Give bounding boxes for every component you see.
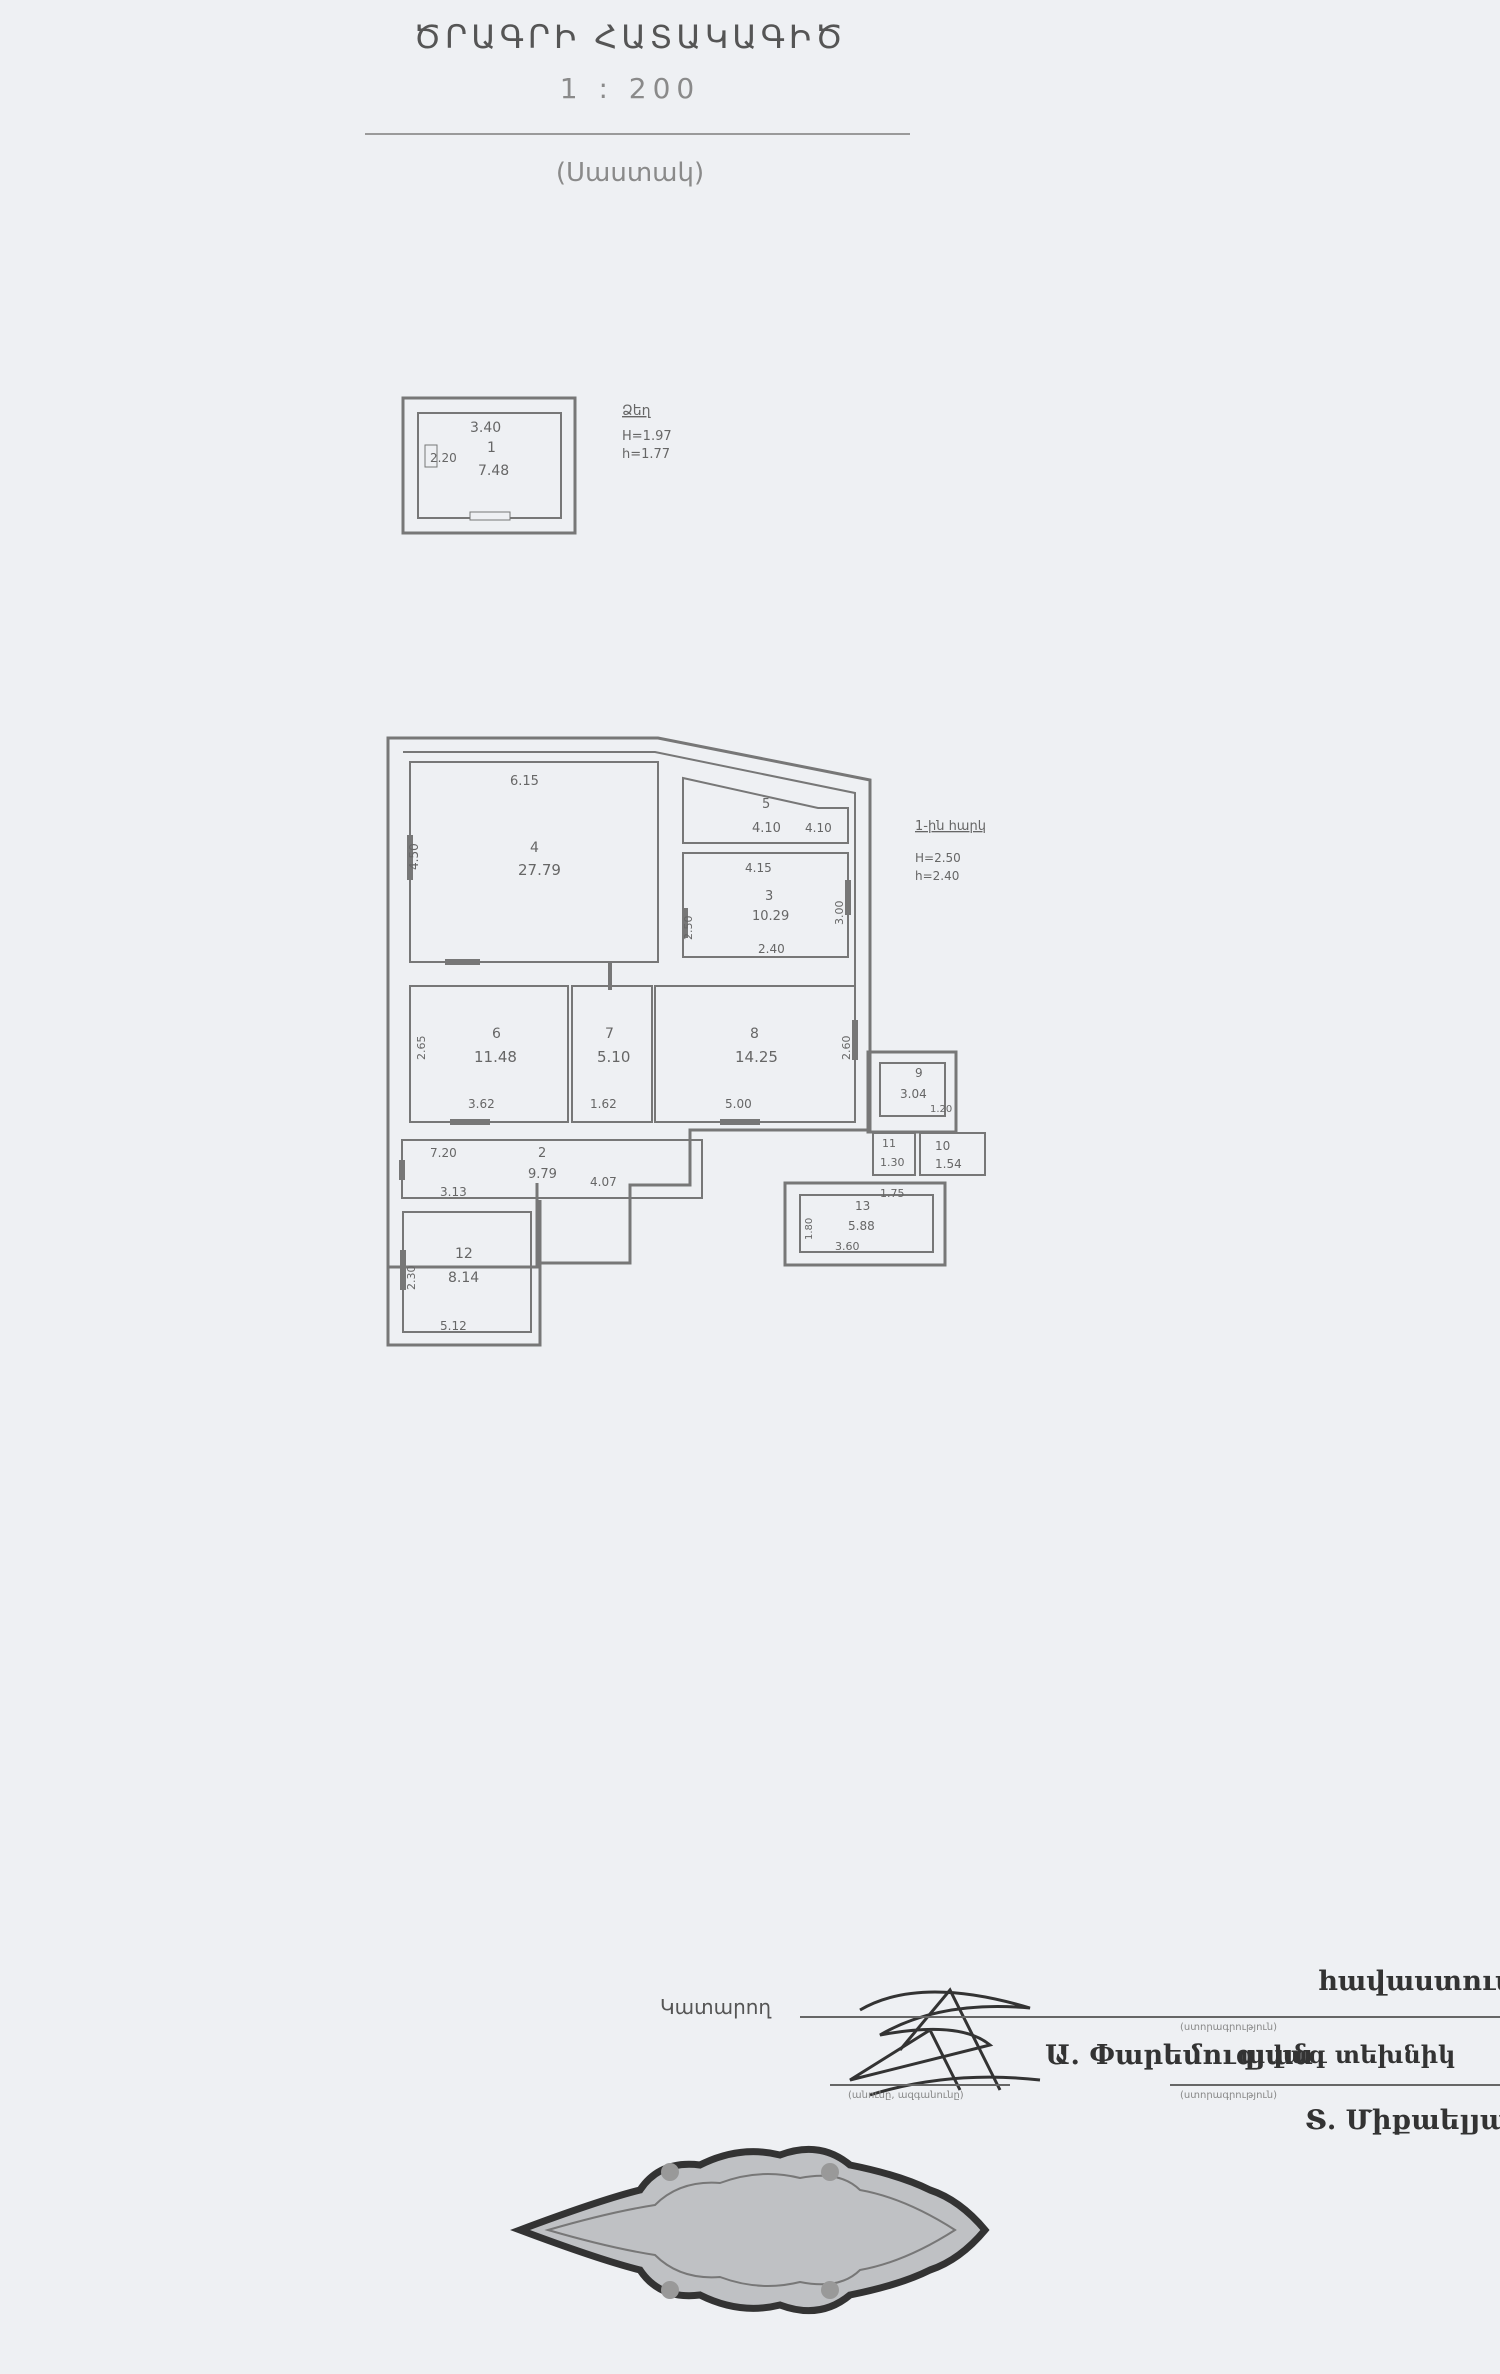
dim-label: 3.13	[440, 1185, 467, 1199]
room-10-area: 1.54	[935, 1157, 962, 1171]
attic-dim-side: 2.20	[430, 451, 457, 465]
dim-label: 1.20	[930, 1104, 952, 1115]
room-7-number: 7	[605, 1026, 614, 1042]
performer-role: ավագ տեխնիկ	[1240, 2040, 1456, 2069]
room-8-area: 14.25	[735, 1048, 778, 1066]
floor-plan-walls	[386, 736, 986, 1347]
floor-height-h: H=2.50	[915, 851, 961, 865]
room-6-number: 6	[492, 1026, 501, 1042]
attic-height-h: H=1.97	[622, 429, 672, 444]
room-5-number: 5	[762, 797, 770, 812]
dim-label: 2.30	[405, 1266, 418, 1291]
dim-label: 3.62	[468, 1097, 495, 1111]
dim-label: 2.40	[758, 942, 785, 956]
dim-label: 7.20	[430, 1146, 457, 1160]
room-13-number: 13	[855, 1199, 870, 1213]
attic-room-number: 1	[487, 440, 496, 456]
room-9-area: 3.04	[900, 1087, 927, 1101]
scale-label: 1 : 200	[559, 72, 701, 105]
subtitle: (Սաստակ)	[555, 158, 705, 188]
signature-caption: (անունը, ազգանունը)	[848, 2090, 964, 2101]
dim-label: 2.60	[840, 1036, 853, 1061]
room-2-number: 2	[538, 1146, 546, 1161]
page-title: ԾՐԱԳՐԻ ՀԱՏԱԿԱԳԻԾ	[413, 18, 847, 56]
attic-height-lh: h=1.77	[622, 447, 670, 462]
checker-name: Տ. Միքաելյան	[1305, 2105, 1500, 2136]
performer-name: Ա. Փարեմուզյան	[1045, 2040, 1314, 2071]
dim-label: 5.12	[440, 1319, 467, 1333]
decorative-seal	[510, 2145, 990, 2315]
room-4-number: 4	[530, 840, 539, 856]
room-4-area: 27.79	[518, 861, 561, 879]
attic-plan	[401, 396, 577, 535]
dim-label: 4.10	[805, 821, 832, 835]
attic-dim-top: 3.40	[470, 420, 501, 436]
room-7-area: 5.10	[597, 1048, 630, 1066]
dim-label: 1.62	[590, 1097, 617, 1111]
performer-label: Կատարող	[660, 1995, 772, 2019]
dim-label: 4.50	[407, 843, 421, 870]
dim-label: 4.07	[590, 1175, 617, 1189]
role-caption: (ստորագրություն)	[1180, 2090, 1278, 2101]
room-10-number: 10	[935, 1139, 950, 1153]
room-8-number: 8	[750, 1026, 759, 1042]
dim-label: 3.00	[833, 901, 846, 926]
room-6-area: 11.48	[474, 1048, 517, 1066]
floor-title: 1-ին հարկ	[915, 819, 986, 834]
room-2-area: 9.79	[528, 1167, 557, 1182]
dim-label: 4.15	[745, 861, 772, 875]
handwritten-signature	[849, 1987, 1041, 2097]
dim-label: 5.00	[725, 1097, 752, 1111]
dim-label: 6.15	[510, 774, 539, 789]
room-9-number: 9	[915, 1066, 923, 1080]
title-rule	[365, 133, 910, 135]
room-11-area: 1.30	[880, 1156, 905, 1169]
attic-title: Ձեղ	[622, 403, 652, 419]
room-13-area: 5.88	[848, 1219, 875, 1233]
room-12-number: 12	[455, 1246, 473, 1262]
room-11-number: 11	[882, 1137, 896, 1150]
room-12-area: 8.14	[448, 1270, 479, 1286]
top-right-caption: հավաստում	[1318, 1966, 1500, 1997]
floor-height-lh: h=2.40	[915, 869, 959, 883]
name-caption: (ստորագրություն)	[1180, 2022, 1278, 2033]
room-3-number: 3	[765, 889, 773, 904]
dim-label: 1.80	[804, 1218, 815, 1240]
dim-label: 2.50	[682, 916, 695, 941]
room-3-area: 10.29	[752, 909, 789, 924]
dim-label: 1.75	[880, 1187, 905, 1200]
attic-room-area: 7.48	[478, 463, 509, 479]
dim-label: 3.60	[835, 1240, 860, 1253]
room-5-area: 4.10	[752, 821, 781, 836]
dim-label: 2.65	[415, 1036, 428, 1061]
